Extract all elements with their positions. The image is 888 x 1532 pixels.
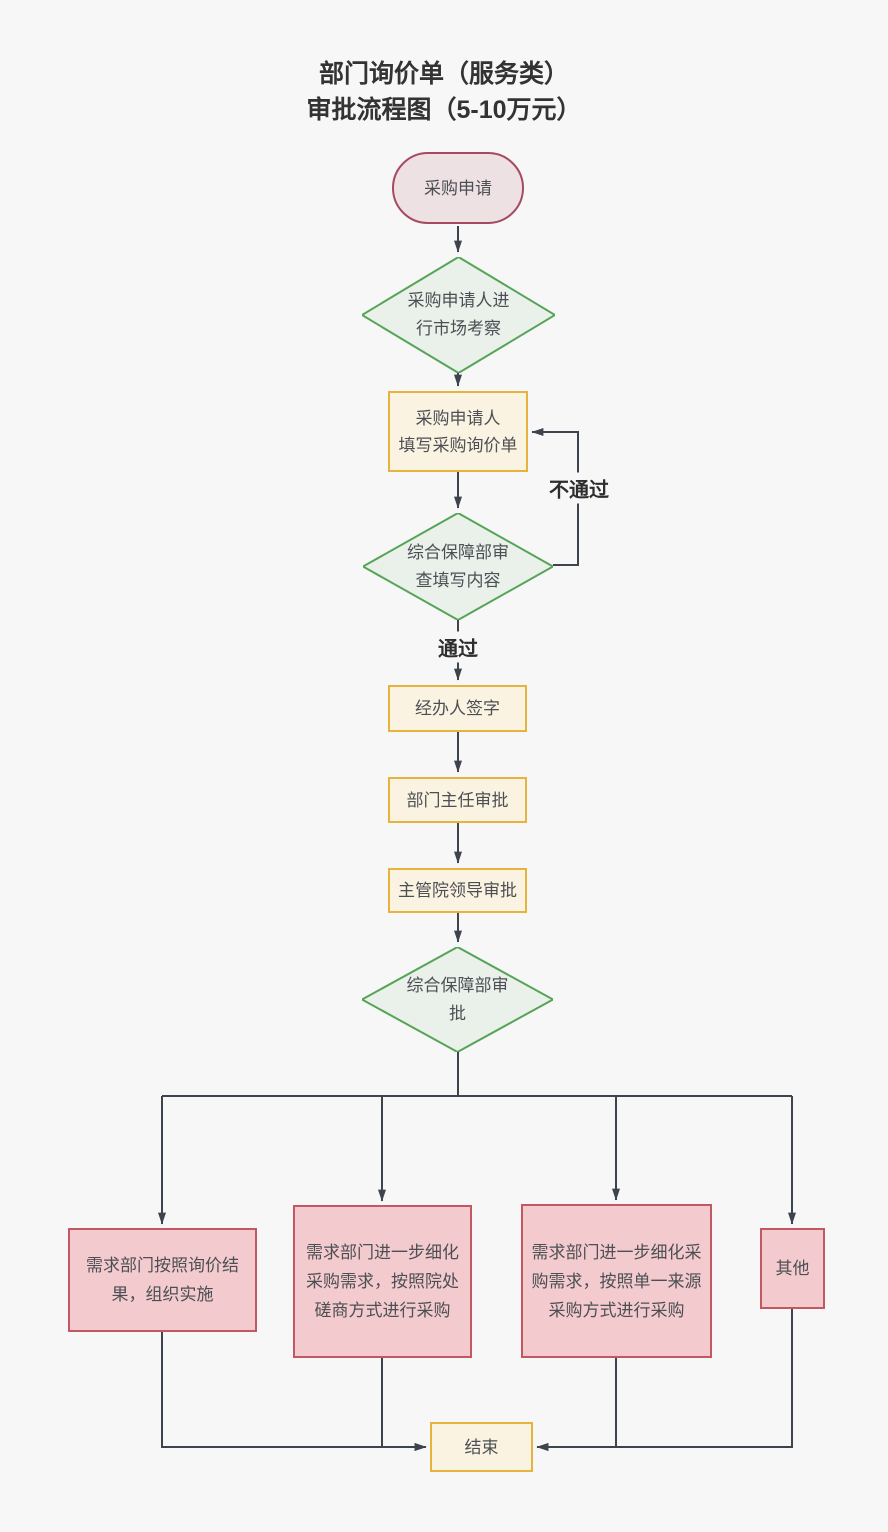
node-market-survey-label: 采购申请人进 行市场考察 — [407, 291, 510, 338]
page-title: 部门询价单（服务类） 审批流程图（5-10万元） — [0, 56, 888, 128]
page-title-line1: 部门询价单（服务类） — [318, 60, 569, 88]
node-review-content-label: 综合保障部审 查填写内容 — [407, 542, 509, 590]
node-process-dept-director-approve: 部门主任审批 — [388, 777, 527, 823]
node-branch-negotiation-procurement: 需求部门进一步细化 采购需求，按照院处 磋商方式进行采购 — [293, 1205, 472, 1358]
edge-label-pass: 通过 — [433, 631, 483, 663]
node-process-fill-inquiry-form: 采购申请人 填写采购询价单 — [388, 391, 528, 472]
node-branch-other: 其他 — [760, 1228, 825, 1309]
edge-branch-spine — [162, 1052, 792, 1097]
node-end: 结束 — [430, 1422, 533, 1472]
node-decision-review-content: 综合保障部审 查填写内容 — [363, 513, 553, 620]
node-support-dept-approve-label: 综合保障部审 批 — [406, 975, 509, 1023]
node-decision-support-dept-approve: 综合保障部审 批 — [362, 947, 553, 1052]
diamond-shape — [363, 513, 553, 620]
edge-label-fail: 不通过 — [544, 472, 614, 504]
diamond-shape — [362, 947, 553, 1052]
node-start-label: 采购申请 — [424, 178, 492, 198]
node-process-hospital-leader-approve: 主管院领导审批 — [388, 868, 527, 913]
node-start-purchase-request: 采购申请 — [392, 152, 524, 224]
node-branch-implement-by-inquiry: 需求部门按照询价结 果，组织实施 — [68, 1228, 257, 1332]
page-title-line2: 审批流程图（5-10万元） — [306, 96, 582, 124]
edge-box2-to-end — [381, 1358, 427, 1451]
node-decision-market-survey: 采购申请人进 行市场考察 — [362, 257, 555, 373]
diamond-shape — [362, 257, 555, 373]
edge-box4-to-end — [536, 1309, 793, 1451]
node-branch-single-source-procurement: 需求部门进一步细化采 购需求，按照单一来源 采购方式进行采购 — [521, 1204, 712, 1358]
edge-box1-to-end — [161, 1332, 427, 1451]
edge-box3-to-end — [536, 1358, 617, 1451]
node-process-handler-sign: 经办人签字 — [388, 685, 527, 732]
